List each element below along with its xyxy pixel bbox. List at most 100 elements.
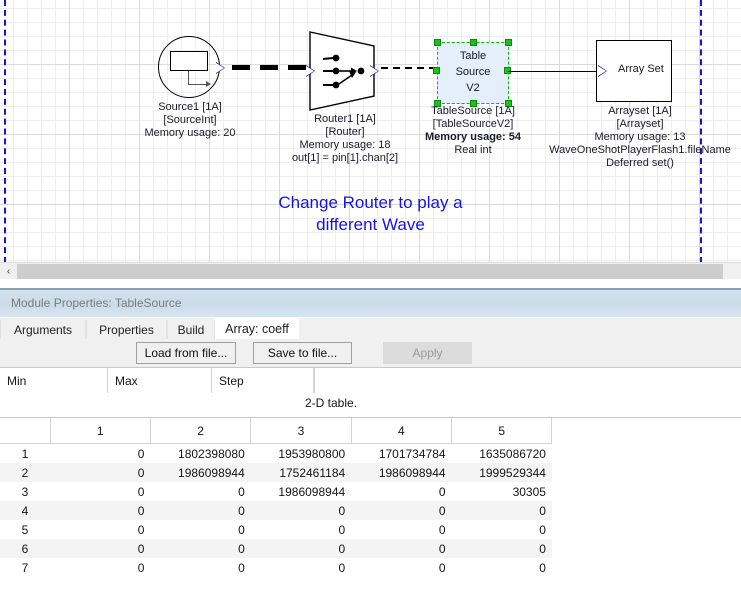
col-header-4[interactable]: 4 [351, 418, 451, 444]
table-row[interactable]: 400000 [0, 501, 552, 520]
row-header-cell: 7 [0, 558, 50, 577]
apply-button[interactable]: Apply [383, 342, 472, 364]
arrayset-input-port-icon[interactable] [598, 65, 607, 77]
min-header-cell: Min [0, 368, 108, 393]
port-inner-fill [370, 66, 378, 76]
table-cell[interactable]: 1701734784 [351, 444, 451, 464]
label-line: Source1 [1A] [110, 101, 270, 114]
tab-build[interactable]: Build [167, 320, 215, 339]
table-cell[interactable]: 1802398080 [150, 444, 250, 464]
row-header-cell: 5 [0, 520, 50, 539]
selection-handle-top-center[interactable] [470, 39, 477, 46]
node-source1[interactable] [158, 36, 222, 100]
col-header-2[interactable]: 2 [150, 418, 250, 444]
source-output-port-icon[interactable] [216, 62, 225, 74]
table-cell[interactable]: 1999529344 [452, 463, 552, 482]
table-cell[interactable]: 0 [150, 520, 250, 539]
module-properties-panel: Module Properties: TableSource Arguments… [0, 290, 741, 600]
table-cell[interactable]: 0 [351, 558, 451, 577]
tab-arguments[interactable]: Arguments [0, 320, 86, 339]
label-line: TableSource [1A] [393, 105, 553, 118]
row-header-cell: 1 [0, 444, 50, 464]
block-text-line: Source [437, 64, 509, 80]
page-title: Module Properties: TableSource [11, 296, 182, 310]
table-cell[interactable]: 0 [150, 558, 250, 577]
connection-tablesource-to-arrayset[interactable] [508, 71, 596, 72]
row-header-cell: 6 [0, 539, 50, 558]
table-cell[interactable]: 0 [251, 558, 351, 577]
table-caption-row: 2-D table. [0, 393, 741, 417]
table-cell[interactable]: 1986098944 [351, 463, 451, 482]
canvas-horizontal-scrollbar[interactable]: ‹ [0, 262, 741, 280]
tablesource-input-port-icon[interactable] [433, 67, 440, 74]
col-header-3[interactable]: 3 [251, 418, 351, 444]
selection-handle-top-left[interactable] [434, 39, 441, 46]
table-row[interactable]: 600000 [0, 539, 552, 558]
coeff-array-grid[interactable]: 1 2 3 4 5 101802398080195398080017017347… [0, 418, 741, 600]
table-cell[interactable]: 0 [150, 482, 250, 501]
table-row[interactable]: 700000 [0, 558, 552, 577]
scrollbar-thumb[interactable] [17, 264, 723, 279]
table-cell[interactable]: 1986098944 [150, 463, 250, 482]
table-cell[interactable]: 0 [150, 501, 250, 520]
tab-array-coeff[interactable]: Array: coeff [215, 318, 299, 339]
table-row[interactable]: 2019860989441752461184198609894419995293… [0, 463, 552, 482]
table-row[interactable]: 3001986098944030305 [0, 482, 552, 501]
router-input-port-icon[interactable] [306, 65, 315, 77]
table-cell[interactable]: 0 [351, 520, 451, 539]
table-cell[interactable]: 1986098944 [251, 482, 351, 501]
table-cell[interactable]: 0 [351, 482, 451, 501]
label-line: Real int [393, 144, 553, 157]
table-row[interactable]: 1018023980801953980800170173478416350867… [0, 444, 552, 464]
diagram-canvas[interactable]: Source1 [1A] [SourceInt] Memory usage: 2… [0, 0, 741, 263]
table-cell[interactable]: 0 [452, 539, 552, 558]
coeff-table[interactable]: 1 2 3 4 5 101802398080195398080017017347… [0, 418, 552, 577]
table-cell[interactable]: 0 [351, 501, 451, 520]
table-cell[interactable]: 0 [50, 539, 150, 558]
node-tablesource-label: TableSource [1A] [TableSourceV2] Memory … [393, 105, 553, 157]
router-output-port-icon[interactable] [370, 65, 379, 77]
save-to-file-button[interactable]: Save to file... [253, 342, 352, 364]
table-cell[interactable]: 0 [50, 444, 150, 464]
table-cell[interactable]: 0 [50, 558, 150, 577]
step-header-cell: Step [212, 368, 314, 393]
table-cell[interactable]: 1635086720 [452, 444, 552, 464]
label-line: [SourceInt] [110, 114, 270, 127]
table-body[interactable]: 1018023980801953980800170173478416350867… [0, 444, 552, 578]
scroll-left-arrow-icon[interactable]: ‹ [0, 263, 17, 280]
node-tablesource[interactable]: Table Source V2 [437, 42, 509, 104]
table-cell[interactable]: 0 [50, 482, 150, 501]
table-cell[interactable]: 0 [50, 463, 150, 482]
col-header-5[interactable]: 5 [452, 418, 552, 444]
table-cell[interactable]: 0 [251, 539, 351, 558]
table-cell[interactable]: 0 [251, 501, 351, 520]
table-cell[interactable]: 0 [150, 539, 250, 558]
load-from-file-button[interactable]: Load from file... [136, 342, 236, 364]
table-cell[interactable]: 1953980800 [251, 444, 351, 464]
selection-handle-top-right[interactable] [505, 39, 512, 46]
range-header-row: Min Max Step [0, 368, 741, 393]
table-cell[interactable]: 0 [452, 558, 552, 577]
connection-router1-to-tablesource[interactable] [381, 67, 439, 69]
label-line: Deferred set() [540, 157, 740, 170]
connection-source1-to-router1[interactable] [232, 65, 315, 70]
col-header-1[interactable]: 1 [50, 418, 150, 444]
table-cell[interactable]: 0 [351, 539, 451, 558]
tab-properties[interactable]: Properties [86, 320, 167, 339]
table-cell[interactable]: 0 [251, 520, 351, 539]
table-cell[interactable]: 30305 [452, 482, 552, 501]
table-header-row: 1 2 3 4 5 [0, 418, 552, 444]
table-cell[interactable]: 0 [50, 501, 150, 520]
table-cell[interactable]: 1752461184 [251, 463, 351, 482]
panel-tabstrip[interactable]: Arguments Properties Build Array: coeff [0, 318, 741, 340]
max-header-cell: Max [108, 368, 212, 393]
table-source-block-text: Table Source V2 [437, 48, 509, 96]
node-arrayset[interactable]: Array Set [596, 40, 672, 102]
table-cell[interactable]: 0 [452, 501, 552, 520]
table-cell[interactable]: 0 [452, 520, 552, 539]
node-router1[interactable] [308, 30, 384, 112]
table-cell[interactable]: 0 [50, 520, 150, 539]
label-line: WaveOneShotPlayerFlash1.fileName [540, 144, 740, 157]
table-row[interactable]: 500000 [0, 520, 552, 539]
panel-title-bar: Module Properties: TableSource [0, 290, 741, 318]
